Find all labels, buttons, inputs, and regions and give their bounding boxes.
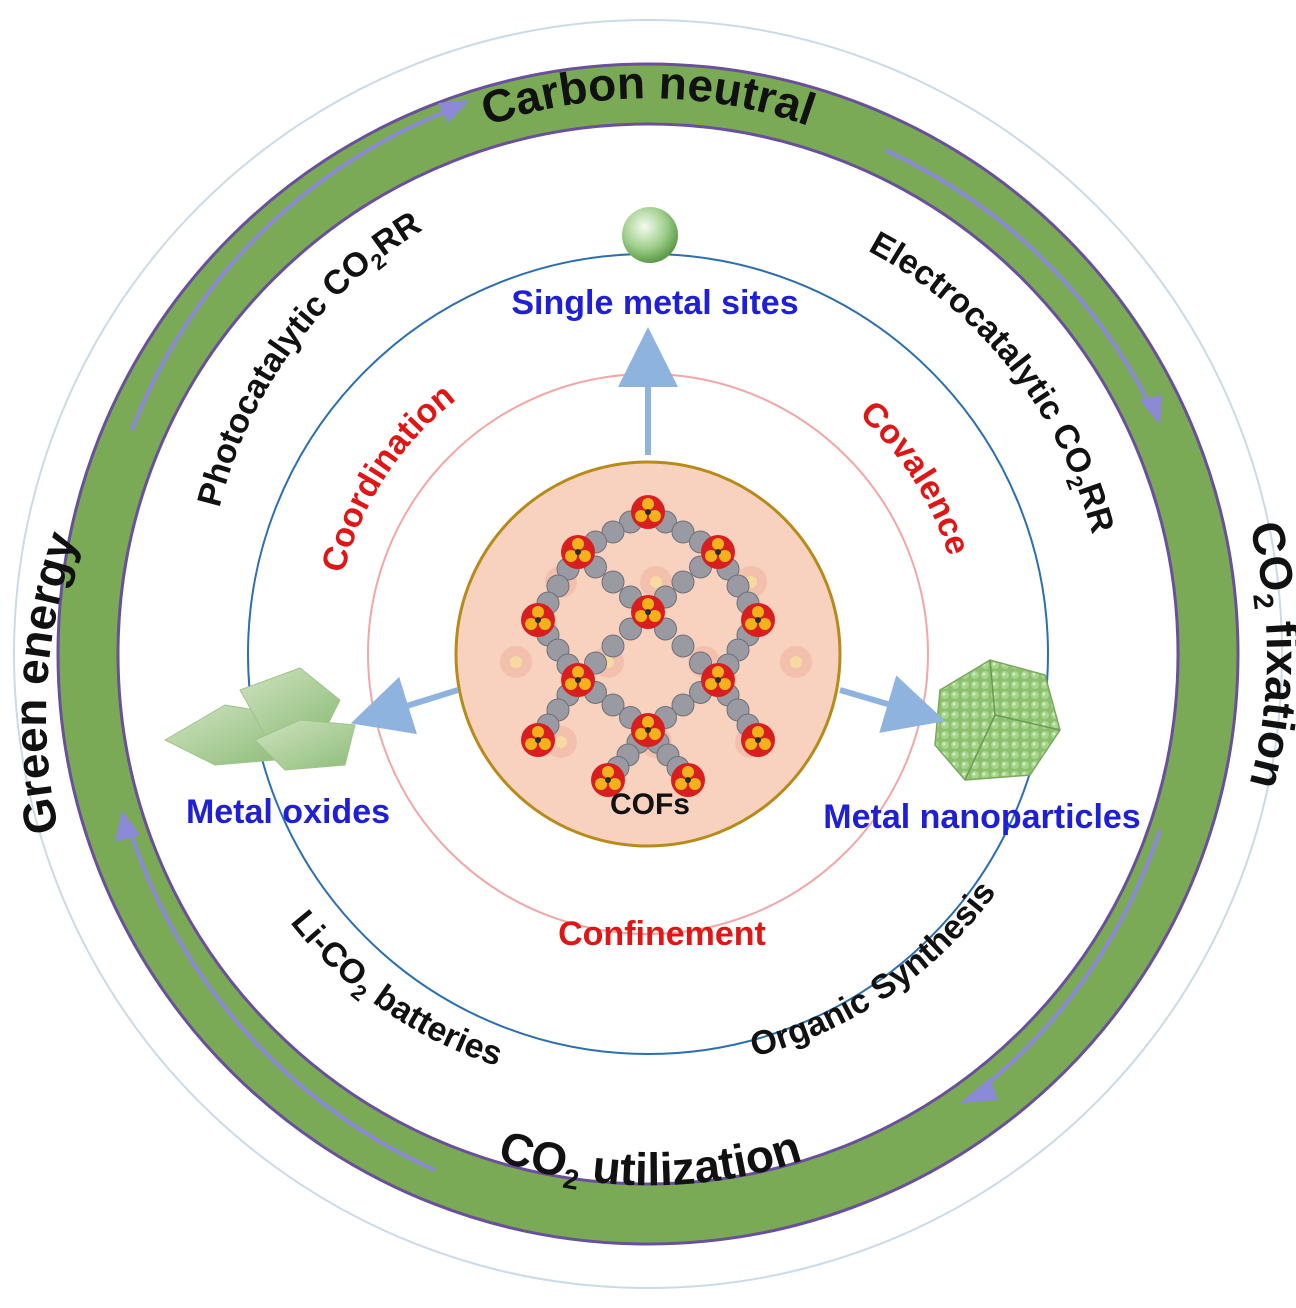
cof-node-3-petal-0 — [532, 606, 544, 618]
cof-linker-4-2 — [671, 570, 695, 594]
cof-linker-12-2 — [671, 693, 695, 717]
cof-node-6-petal-2 — [565, 678, 578, 690]
cof-node-0-petal-0 — [642, 498, 654, 510]
cof-node-4-petal-1 — [648, 610, 661, 622]
cof-node-9-petal-0 — [642, 716, 654, 728]
label-metal-oxides: Metal oxides — [186, 793, 390, 831]
flow-arrow-top-left — [130, 106, 456, 431]
cof-framework-lattice — [500, 495, 812, 797]
cof-linker-3-2 — [601, 570, 625, 594]
cof-linker-0-2 — [601, 520, 625, 544]
nanoparticle-edge-2 — [964, 714, 996, 781]
cof-node-3-petal-1 — [538, 618, 551, 630]
cof-node-12-petal-0 — [682, 766, 694, 778]
cof-node-4-petal-0 — [642, 598, 654, 610]
arrowhead-top-left — [438, 100, 470, 123]
cof-node-0-center — [645, 509, 651, 515]
cof-node-5-petal-0 — [752, 606, 764, 618]
cof-node-3-center — [535, 617, 541, 623]
cof-node-4-center — [645, 609, 651, 615]
cof-node-3-petal-2 — [525, 618, 538, 630]
cof-linker-5-2 — [726, 574, 750, 598]
arrowhead-bottom-left — [115, 810, 140, 842]
cof-node-5-center — [755, 617, 761, 623]
nanoparticle-polyhedron — [934, 659, 1061, 781]
oxide-crystal-3 — [254, 719, 356, 771]
arrow-to-metal-oxides — [350, 676, 459, 735]
cof-node-10-petal-1 — [758, 738, 771, 750]
cof-linker-1-2 — [671, 520, 695, 544]
cof-node-10-center — [755, 737, 761, 743]
cof-node-2-petal-0 — [712, 538, 724, 550]
cof-node-8-center — [535, 737, 541, 743]
cof-node-9-petal-1 — [648, 728, 661, 740]
cof-node-7-petal-0 — [712, 666, 724, 678]
flow-arrow-bottom-right — [978, 829, 1162, 1092]
flow-arrows — [128, 106, 1162, 1172]
cof-node-2-petal-2 — [705, 550, 718, 562]
flow-arrowheads — [115, 100, 1162, 1103]
cof-node-4-petal-2 — [635, 610, 648, 622]
cof-node-12-petal-2 — [675, 778, 688, 790]
arrow-to-nanoparticles — [839, 675, 946, 733]
cof-bg-core-3 — [510, 656, 522, 668]
cof-node-12-petal-1 — [688, 778, 701, 790]
cof-node-8-petal-0 — [532, 726, 544, 738]
cof-node-10-petal-2 — [745, 738, 758, 750]
cof-bg-core-7 — [555, 736, 567, 748]
label-co2-fixation: CO2 fixation — [1240, 516, 1296, 794]
cof-node-6-petal-1 — [578, 678, 591, 690]
cof-node-6-petal-0 — [572, 666, 584, 678]
cof-node-1-petal-0 — [572, 538, 584, 550]
single-metal-site-sphere — [622, 207, 678, 263]
cof-node-11-petal-0 — [602, 766, 614, 778]
cof-node-2-center — [715, 549, 721, 555]
cof-node-7-center — [715, 677, 721, 683]
metal-nanoparticle-cluster — [934, 659, 1061, 781]
cof-linker-2-2 — [546, 574, 570, 598]
cof-node-8-petal-2 — [525, 738, 538, 750]
cof-node-2-petal-1 — [718, 550, 731, 562]
oxide-crystal-2 — [239, 667, 341, 736]
cof-node-5-petal-1 — [758, 618, 771, 630]
label-metal-nanoparticles: Metal nanoparticles — [823, 798, 1140, 836]
cof-node-1-center — [575, 549, 581, 555]
cof-node-0-petal-2 — [635, 510, 648, 522]
cof-bg-core-6 — [790, 656, 802, 668]
cof-linker-11-2 — [601, 693, 625, 717]
cof-bg-core-1 — [650, 576, 662, 588]
cof-node-0-petal-1 — [648, 510, 661, 522]
cof-node-1-petal-1 — [578, 550, 591, 562]
cof-linker-7-2 — [601, 634, 625, 658]
cof-linker-8-2 — [671, 634, 695, 658]
arrowhead-bottom-right — [960, 1078, 998, 1103]
cof-node-6-center — [575, 677, 581, 683]
label-single-metal-sites: Single metal sites — [511, 284, 798, 322]
cof-node-10-petal-0 — [752, 726, 764, 738]
label-cofs: COFs — [610, 788, 690, 821]
outer-border-ring — [13, 19, 1283, 1289]
cof-node-5-petal-2 — [745, 618, 758, 630]
cof-node-11-center — [605, 777, 611, 783]
arrowhead-top-right — [1140, 395, 1162, 425]
cof-node-9-petal-2 — [635, 728, 648, 740]
cof-node-1-petal-2 — [565, 550, 578, 562]
label-confinement: Confinement — [558, 915, 766, 953]
cof-node-7-petal-2 — [705, 678, 718, 690]
cof-node-7-petal-1 — [718, 678, 731, 690]
cof-node-9-center — [645, 727, 651, 733]
flow-arrow-top-right — [884, 148, 1152, 406]
metal-oxide-crystals — [163, 667, 356, 771]
cof-node-8-petal-1 — [538, 738, 551, 750]
cof-node-11-petal-1 — [608, 778, 621, 790]
cof-node-11-petal-2 — [595, 778, 608, 790]
cof-node-12-center — [685, 777, 691, 783]
flow-arrow-bottom-left — [128, 829, 436, 1172]
